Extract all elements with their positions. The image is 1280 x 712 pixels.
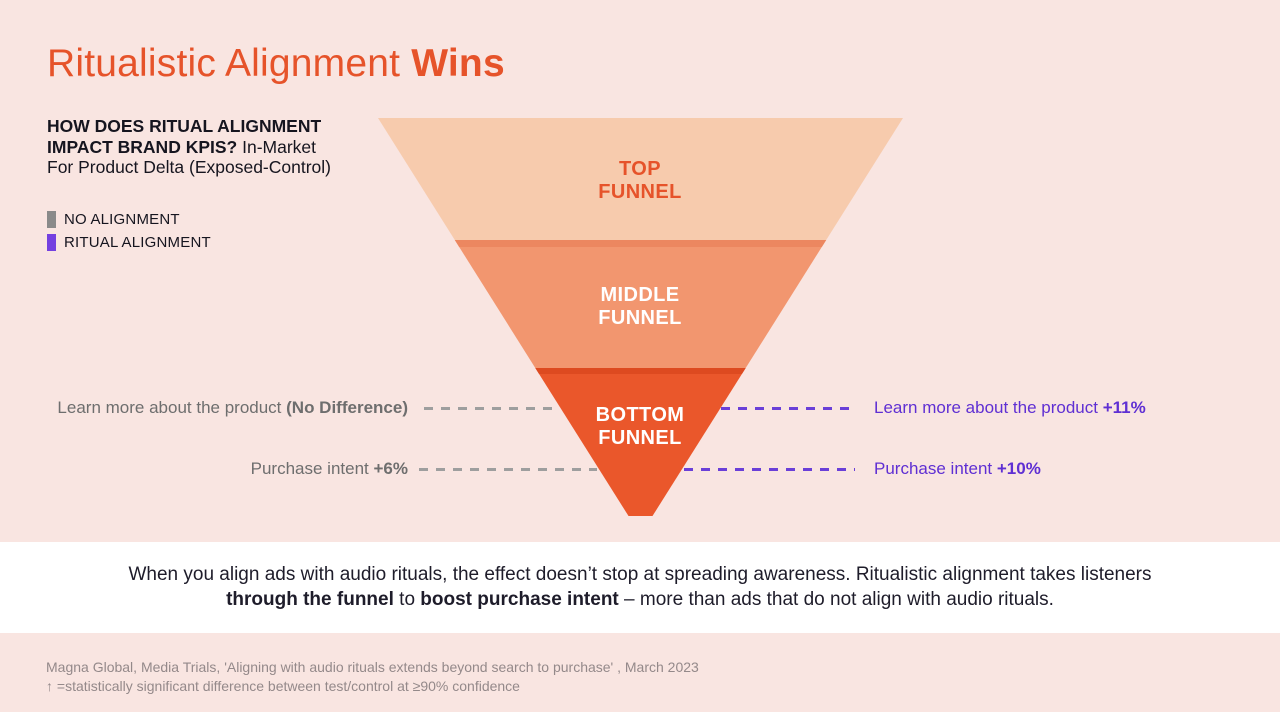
no-alignment-connector-2 [419, 468, 597, 471]
ritual-alignment-connector-1 [721, 407, 855, 410]
ritual-alignment-swatch [47, 234, 56, 251]
page-title: Ritualistic Alignment Wins [47, 42, 505, 86]
chart-question: HOW DOES RITUAL ALIGNMENT IMPACT BRAND K… [47, 116, 339, 178]
funnel-stage-label-middle: MIDDLE FUNNEL [540, 284, 740, 330]
stage-label-line: MIDDLE [600, 284, 680, 306]
summary-part: to [393, 588, 421, 610]
ritual-alignment-metric-learn-more: Learn more about the product +11% [874, 396, 1146, 420]
chart-question-subtitle: In-Market For Product Delta (Exposed-Con… [47, 136, 331, 178]
significance-note: ↑ =statistically significant difference … [46, 677, 520, 694]
summary-part: – more than ads that do not align with a… [618, 588, 1054, 610]
no-alignment-swatch [47, 211, 56, 228]
stage-label-line: TOP [619, 158, 661, 180]
metric-text: Learn more about the product [57, 398, 282, 417]
metric-text: Purchase intent [874, 459, 993, 478]
funnel-middle-top-edge [454, 240, 827, 247]
metric-value: (No Difference) [286, 398, 408, 417]
stage-label-line: FUNNEL [598, 427, 682, 449]
metric-value: +10% [996, 459, 1041, 478]
metric-text: Learn more about the product [874, 398, 1098, 417]
metric-text: Purchase intent [250, 459, 369, 478]
chart-question-bold: HOW DOES RITUAL ALIGNMENT IMPACT BRAND K… [47, 116, 322, 157]
legend-label: RITUAL ALIGNMENT [64, 234, 211, 251]
metric-value: +6% [373, 459, 409, 478]
legend-item-no-alignment: NO ALIGNMENT [47, 211, 211, 228]
legend-item-ritual-alignment: RITUAL ALIGNMENT [47, 234, 211, 251]
no-alignment-metric-learn-more: Learn more about the product (No Differe… [40, 396, 408, 420]
summary-text: When you align ads with audio rituals, t… [110, 563, 1170, 612]
summary-part: When you align ads with audio rituals, t… [128, 564, 1152, 585]
stage-label-line: FUNNEL [598, 181, 682, 203]
funnel-bottom-top-edge [535, 368, 746, 374]
ritual-alignment-metric-purchase-intent: Purchase intent +10% [874, 457, 1041, 481]
page-title-regular: Ritualistic Alignment [47, 42, 401, 85]
metric-value: +11% [1102, 398, 1146, 417]
source-citation: Magna Global, Media Trials, 'Aligning wi… [46, 659, 699, 675]
funnel-stage-label-top: TOP FUNNEL [540, 158, 740, 204]
legend-label: NO ALIGNMENT [64, 211, 180, 228]
no-alignment-connector-1 [424, 407, 560, 410]
footer: Magna Global, Media Trials, 'Aligning wi… [46, 658, 699, 695]
legend: NO ALIGNMENT RITUAL ALIGNMENT [47, 211, 211, 257]
summary-band: When you align ads with audio rituals, t… [0, 542, 1280, 633]
no-alignment-metric-purchase-intent: Purchase intent +6% [40, 457, 408, 481]
summary-part-bold: boost purchase intent [420, 588, 619, 610]
stage-label-line: BOTTOM [595, 404, 685, 426]
ritual-alignment-connector-2 [684, 468, 855, 471]
summary-part-bold: through the funnel [226, 588, 394, 610]
page-title-bold: Wins [411, 42, 505, 85]
funnel-stage-label-bottom: BOTTOM FUNNEL [540, 404, 740, 450]
stage-label-line: FUNNEL [598, 307, 682, 329]
